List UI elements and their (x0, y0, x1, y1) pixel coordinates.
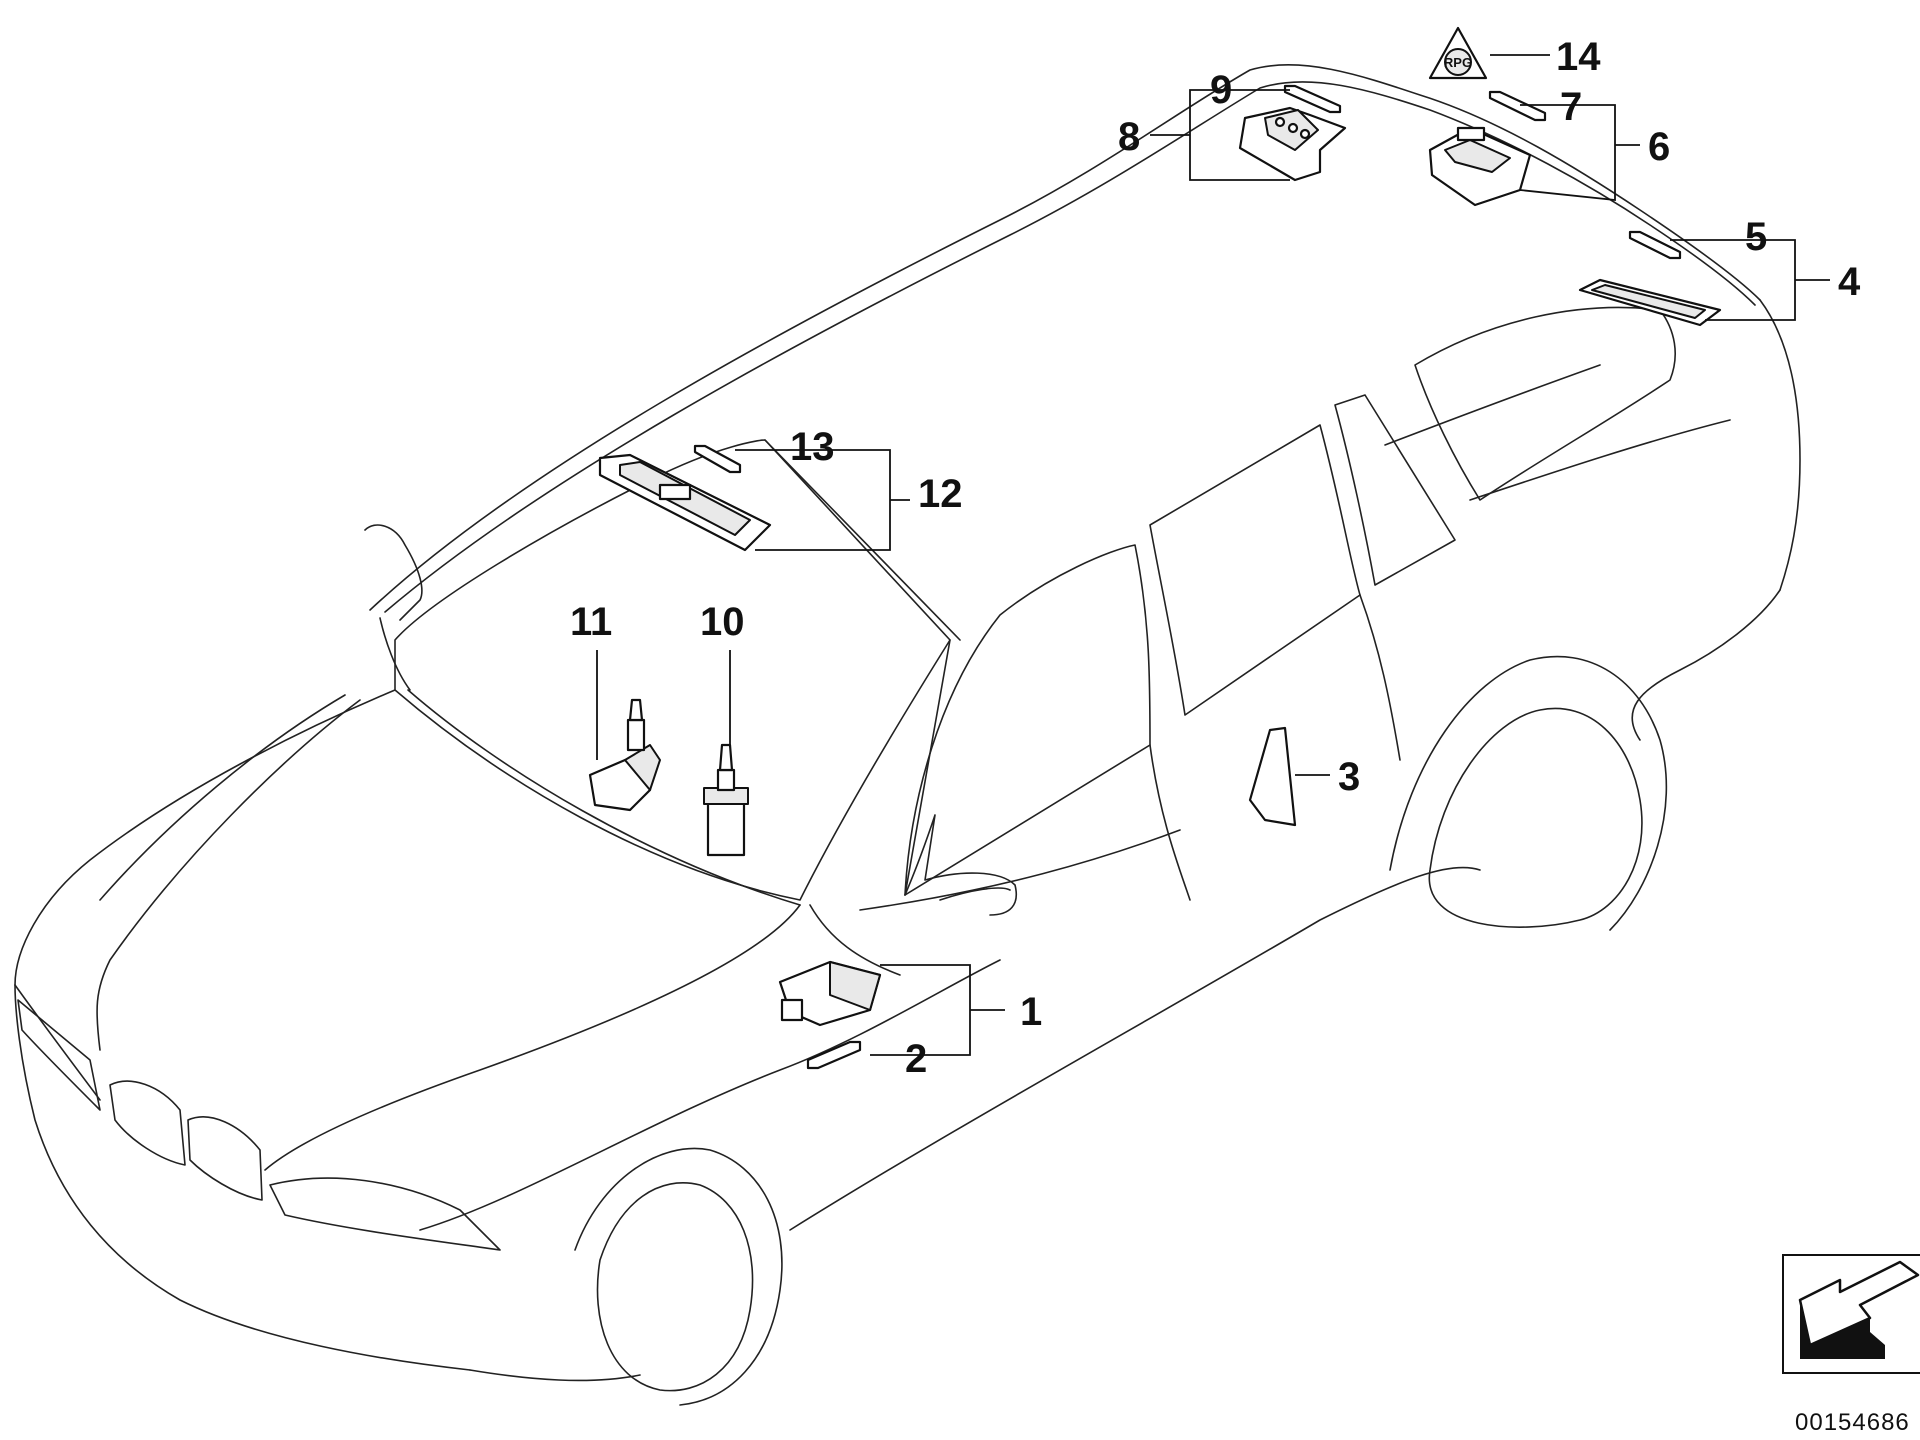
diagram-id: 00154686 (1795, 1409, 1910, 1436)
callout-7: 7 (1560, 85, 1582, 129)
bulb-holder-11-part (588, 698, 661, 812)
callout-numbers: 1 2 3 4 5 6 7 8 9 10 11 12 13 14 (570, 35, 1861, 1081)
car-outline (14, 64, 1801, 1406)
festoon-bulb-2-part (806, 1040, 862, 1070)
callout-13: 13 (790, 425, 835, 469)
door-courtesy-light-part (778, 960, 882, 1027)
warning-label-part: RPG (1428, 26, 1488, 80)
callout-4: 4 (1838, 260, 1861, 304)
callout-14: 14 (1556, 35, 1601, 79)
callout-8: 8 (1118, 115, 1140, 159)
callout-12: 12 (918, 472, 963, 516)
festoon-bulb-13-part (693, 444, 742, 474)
front-interior-light-part (598, 453, 772, 552)
view-direction-icon (1782, 1254, 1920, 1374)
interior-light-housing-part (1238, 106, 1347, 182)
callout-10: 10 (700, 600, 745, 644)
warning-badge-text: RPG (1444, 55, 1472, 70)
callout-3: 3 (1338, 755, 1360, 799)
luggage-compartment-light-part (1578, 278, 1722, 327)
callout-11: 11 (570, 600, 612, 644)
rear-interior-light-part (1428, 126, 1532, 207)
callout-9: 9 (1210, 68, 1232, 112)
bulb-socket-10-part (703, 743, 749, 857)
callout-2: 2 (905, 1037, 927, 1081)
callout-5: 5 (1745, 215, 1767, 259)
leader-lines (596, 54, 1830, 1056)
festoon-bulb-5-part (1628, 230, 1682, 260)
festoon-bulb-7-part (1488, 90, 1547, 122)
adhesive-pad-part (1248, 726, 1297, 827)
festoon-bulb-9-part (1283, 84, 1342, 114)
callout-1: 1 (1020, 990, 1042, 1034)
callout-6: 6 (1648, 125, 1670, 169)
